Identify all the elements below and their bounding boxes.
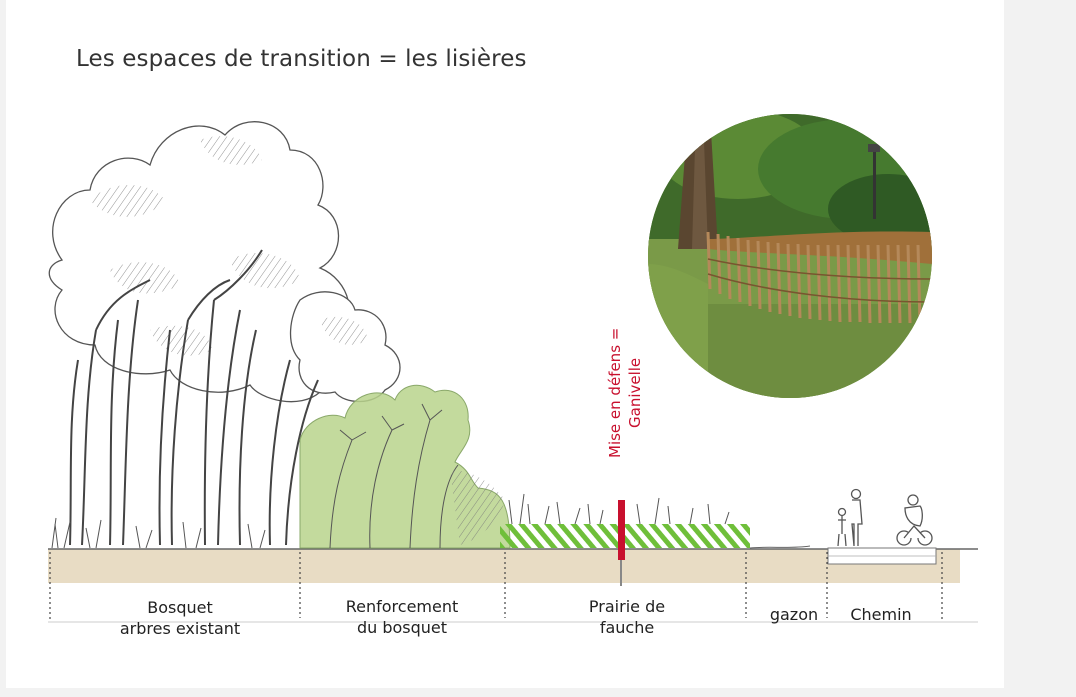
- ground-band: [48, 549, 960, 583]
- zone-label-chemin: Chemin: [850, 605, 912, 624]
- zone-label-gazon: gazon: [769, 605, 819, 624]
- annotation-line2: Ganivelle: [626, 358, 644, 428]
- zone-dividers: [49, 552, 943, 622]
- annotation-line1: Mise en défens =: [606, 328, 624, 458]
- page-title: Les espaces de transition = les lisières: [76, 46, 527, 72]
- zone-label-bosquet: Bosquet arbres existant: [119, 598, 241, 638]
- ganivelle-post: [618, 500, 625, 560]
- pedestrians: [837, 488, 863, 547]
- understory: [51, 517, 266, 549]
- shrub-sketch: [329, 403, 459, 549]
- meadow-grasses: [508, 493, 730, 525]
- zone-label-prairie: Prairie de fauche: [588, 597, 666, 637]
- zone-label-renforcement: Renforcement du bosquet: [345, 597, 459, 637]
- cyclist: [896, 494, 933, 546]
- canopy-shading: [90, 136, 368, 356]
- ganivelle-photo: [648, 114, 932, 398]
- tree-trunks: [69, 249, 319, 546]
- ganivelle-annotation: Mise en défens = Ganivelle: [598, 318, 648, 458]
- tree-canopy: [48, 121, 401, 403]
